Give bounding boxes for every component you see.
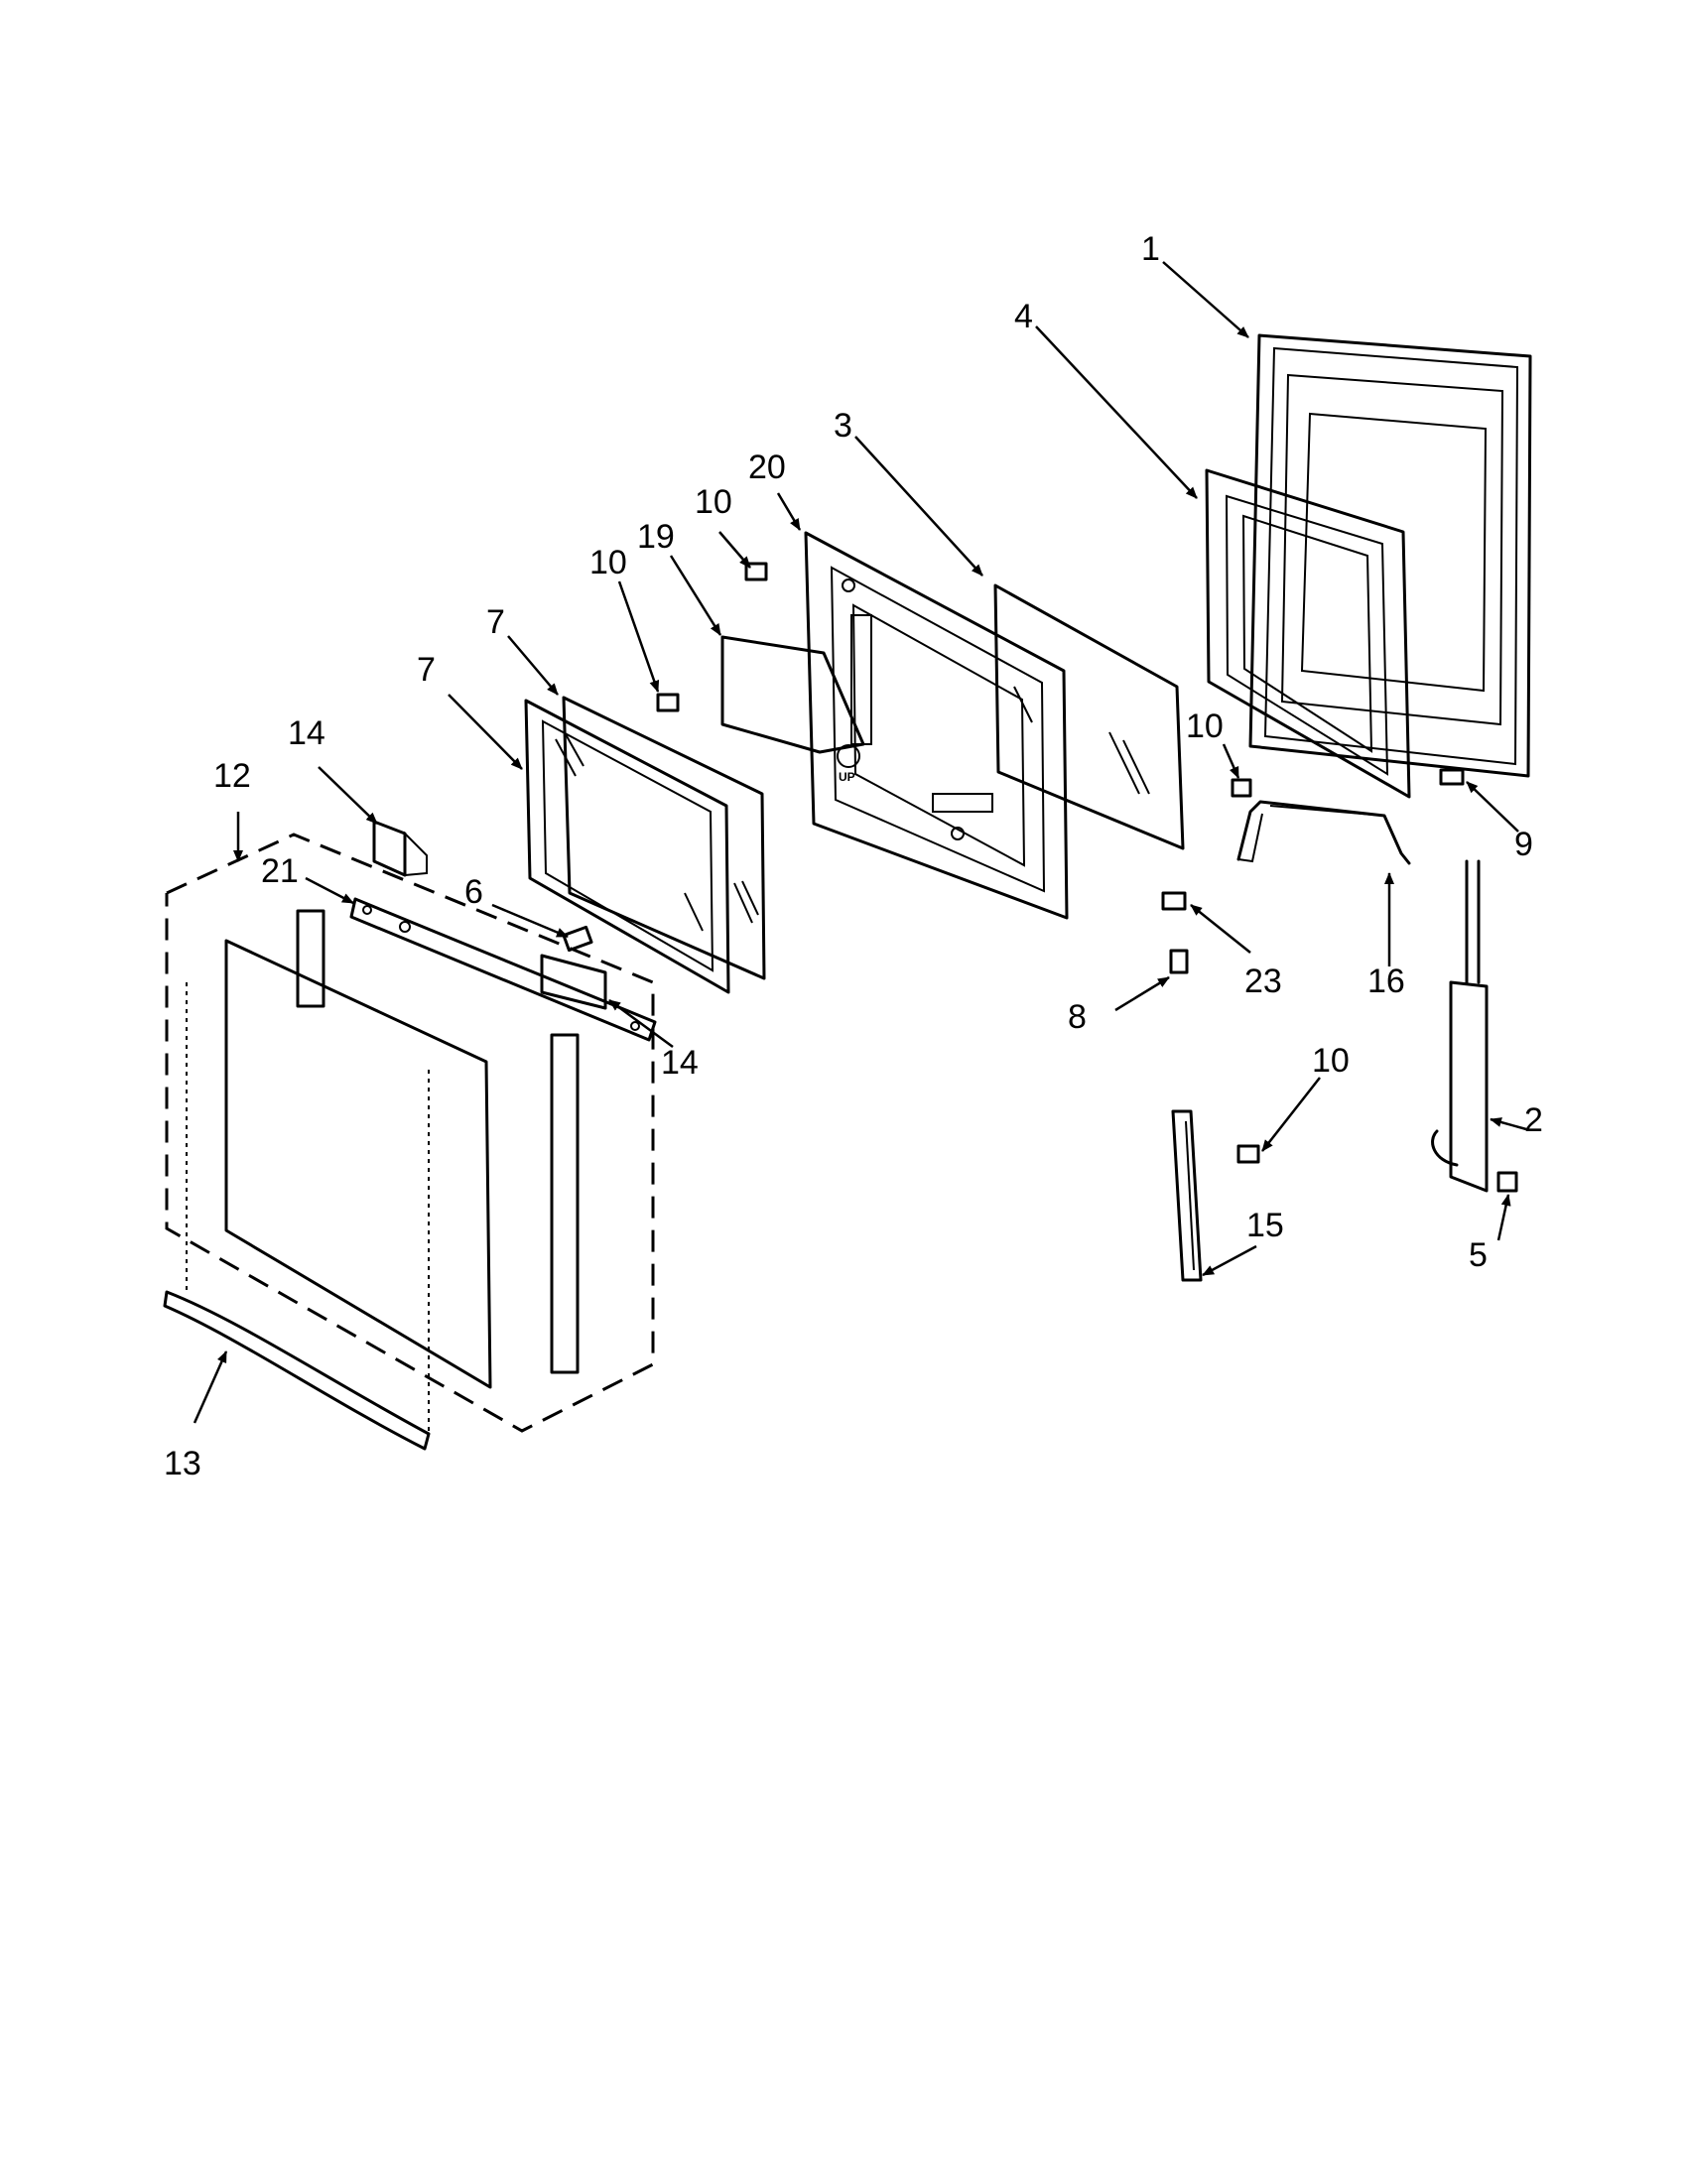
part-7-glass-pane-front xyxy=(524,699,730,994)
callout-10: 10 xyxy=(695,483,732,521)
part-20-inner-door-panel xyxy=(804,531,1069,920)
callout-12: 12 xyxy=(213,757,251,795)
callout-10: 10 xyxy=(1312,1042,1350,1080)
panel-up-marking: UP xyxy=(839,770,855,784)
callout-21: 21 xyxy=(261,852,299,890)
part-14-hinge-receptacle-lower xyxy=(540,954,607,1010)
callout-4: 4 xyxy=(1014,298,1033,335)
part-15-side-trim xyxy=(1171,1109,1203,1282)
part-10-screw-d xyxy=(1236,1144,1260,1164)
callout-23: 23 xyxy=(1244,963,1282,1000)
callout-3: 3 xyxy=(834,407,852,445)
callout-19: 19 xyxy=(637,518,675,556)
callout-15: 15 xyxy=(1246,1207,1284,1244)
callout-5: 5 xyxy=(1469,1236,1488,1274)
callout-16: 16 xyxy=(1367,963,1405,1000)
part-12-outer-glass-assembly xyxy=(165,833,655,1434)
part-10-screw-c xyxy=(1231,778,1252,798)
callout-2: 2 xyxy=(1524,1101,1543,1139)
part-6-screw xyxy=(562,925,593,953)
part-8-screw xyxy=(1169,949,1189,974)
part-21-trim-strip xyxy=(349,897,657,1042)
part-23-bumper xyxy=(1161,891,1187,911)
callout-6: 6 xyxy=(464,873,483,911)
callout-7: 7 xyxy=(486,603,505,641)
part-10-screw-a xyxy=(744,562,768,581)
callout-leaders xyxy=(193,261,1527,1424)
callout-10: 10 xyxy=(1186,707,1224,745)
callout-14: 14 xyxy=(661,1044,699,1082)
callout-8: 8 xyxy=(1068,998,1087,1036)
part-14-hinge-receptacle-upper xyxy=(372,820,428,877)
part-19-door-vent-panel: UP xyxy=(720,635,865,784)
part-5-screw xyxy=(1496,1171,1518,1193)
part-16-door-bracket xyxy=(1236,800,1411,865)
part-1-outer-door-frame xyxy=(1248,333,1532,778)
part-2-door-hinge xyxy=(1431,859,1489,1193)
callout-13: 13 xyxy=(164,1445,201,1482)
part-9-screw xyxy=(1439,768,1465,786)
callout-20: 20 xyxy=(748,449,786,486)
callout-labels: 1 4 3 20 10 19 10 7 7 14 12 21 6 14 13 1… xyxy=(164,230,1543,1482)
callout-1: 1 xyxy=(1141,230,1160,268)
callout-10: 10 xyxy=(589,544,627,581)
callout-7: 7 xyxy=(417,651,436,689)
callout-9: 9 xyxy=(1514,826,1533,863)
callout-14: 14 xyxy=(288,714,325,752)
part-13-door-handle xyxy=(163,1290,431,1451)
part-4-inner-door-frame xyxy=(1205,468,1411,799)
part-7-glass-pane-rear xyxy=(562,696,766,980)
part-10-screw-b xyxy=(656,693,680,712)
